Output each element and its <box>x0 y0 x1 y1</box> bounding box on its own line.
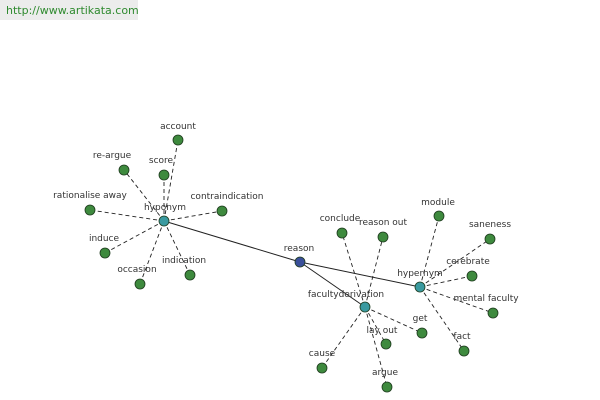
label-get[interactable]: get <box>413 314 428 324</box>
node-lay-out[interactable] <box>380 338 392 350</box>
label-cause[interactable]: cause <box>309 349 336 359</box>
edge-hypernym-mental-faculty <box>419 286 494 314</box>
label-cerebrate[interactable]: cerebrate <box>446 257 490 267</box>
edge-facultyderivation-lay-out <box>364 306 387 345</box>
label-rationalise-away[interactable]: rationalise away <box>53 191 127 201</box>
edge-hyponym-rationalise-away <box>89 209 165 222</box>
node-fact[interactable] <box>458 345 470 357</box>
label-account[interactable]: account <box>160 122 196 132</box>
label-module[interactable]: module <box>421 198 455 208</box>
label-reason-out[interactable]: reason out <box>359 218 408 228</box>
label-argue[interactable]: argue <box>372 368 398 378</box>
edge-facultyderivation-reason-out <box>364 236 384 308</box>
edge-hyponym-occasion <box>139 220 165 285</box>
label-occasion[interactable]: occasion <box>117 265 156 275</box>
url-bar: http://www.artikata.com <box>0 0 139 20</box>
node-facultyderivation[interactable] <box>359 301 371 313</box>
label-reason[interactable]: reason <box>284 244 314 254</box>
node-module[interactable] <box>433 210 445 222</box>
label-indication[interactable]: indication <box>162 256 206 266</box>
label-hypernym[interactable]: hypernym <box>397 269 443 279</box>
node-hypernym[interactable] <box>414 281 426 293</box>
label-induce[interactable]: induce <box>89 234 120 244</box>
label-saneness[interactable]: saneness <box>469 220 511 230</box>
edge-hyponym-indication <box>163 220 191 276</box>
node-cerebrate[interactable] <box>466 270 478 282</box>
node-induce[interactable] <box>99 247 111 259</box>
node-hyponym[interactable] <box>158 215 170 227</box>
node-get[interactable] <box>416 327 428 339</box>
edge-facultyderivation-get <box>364 306 423 334</box>
node-occasion[interactable] <box>134 278 146 290</box>
edge-hypernym-module <box>419 215 440 288</box>
node-reason[interactable] <box>294 256 306 268</box>
edge-reason-hyponym <box>163 220 301 263</box>
site-url[interactable]: http://www.artikata.com <box>6 4 139 17</box>
node-account[interactable] <box>172 134 184 146</box>
node-indication[interactable] <box>184 269 196 281</box>
edge-reason-hypernym <box>299 261 421 288</box>
edge-hyponym-contraindication <box>163 210 223 222</box>
edge-facultyderivation-cause <box>321 306 366 369</box>
label-mental-faculty[interactable]: mental faculty <box>453 294 519 304</box>
node-score[interactable] <box>158 169 170 181</box>
edge-reason-facultyderivation <box>299 261 366 308</box>
node-mental-faculty[interactable] <box>487 307 499 319</box>
node-re-argue[interactable] <box>118 164 130 176</box>
edge-hyponym-re-argue <box>123 169 165 222</box>
node-saneness[interactable] <box>484 233 496 245</box>
node-reason-out[interactable] <box>377 231 389 243</box>
node-contraindication[interactable] <box>216 205 228 217</box>
node-argue[interactable] <box>381 381 393 393</box>
label-facultyderivation[interactable]: facultyderivation <box>308 290 384 300</box>
edge-hypernym-saneness <box>419 238 491 288</box>
edge-facultyderivation-conclude <box>341 232 366 308</box>
label-hyponym[interactable]: hyponym <box>144 203 186 213</box>
label-score[interactable]: score <box>149 156 174 166</box>
label-lay-out[interactable]: lay out <box>367 326 398 336</box>
node-conclude[interactable] <box>336 227 348 239</box>
label-contraindication[interactable]: contraindication <box>190 192 263 202</box>
label-conclude[interactable]: conclude <box>320 214 361 224</box>
edge-hypernym-fact <box>419 286 465 352</box>
node-cause[interactable] <box>316 362 328 374</box>
node-rationalise-away[interactable] <box>84 204 96 216</box>
label-fact[interactable]: fact <box>453 332 471 342</box>
label-re-argue[interactable]: re-argue <box>93 151 132 161</box>
edge-hypernym-cerebrate <box>419 275 473 288</box>
